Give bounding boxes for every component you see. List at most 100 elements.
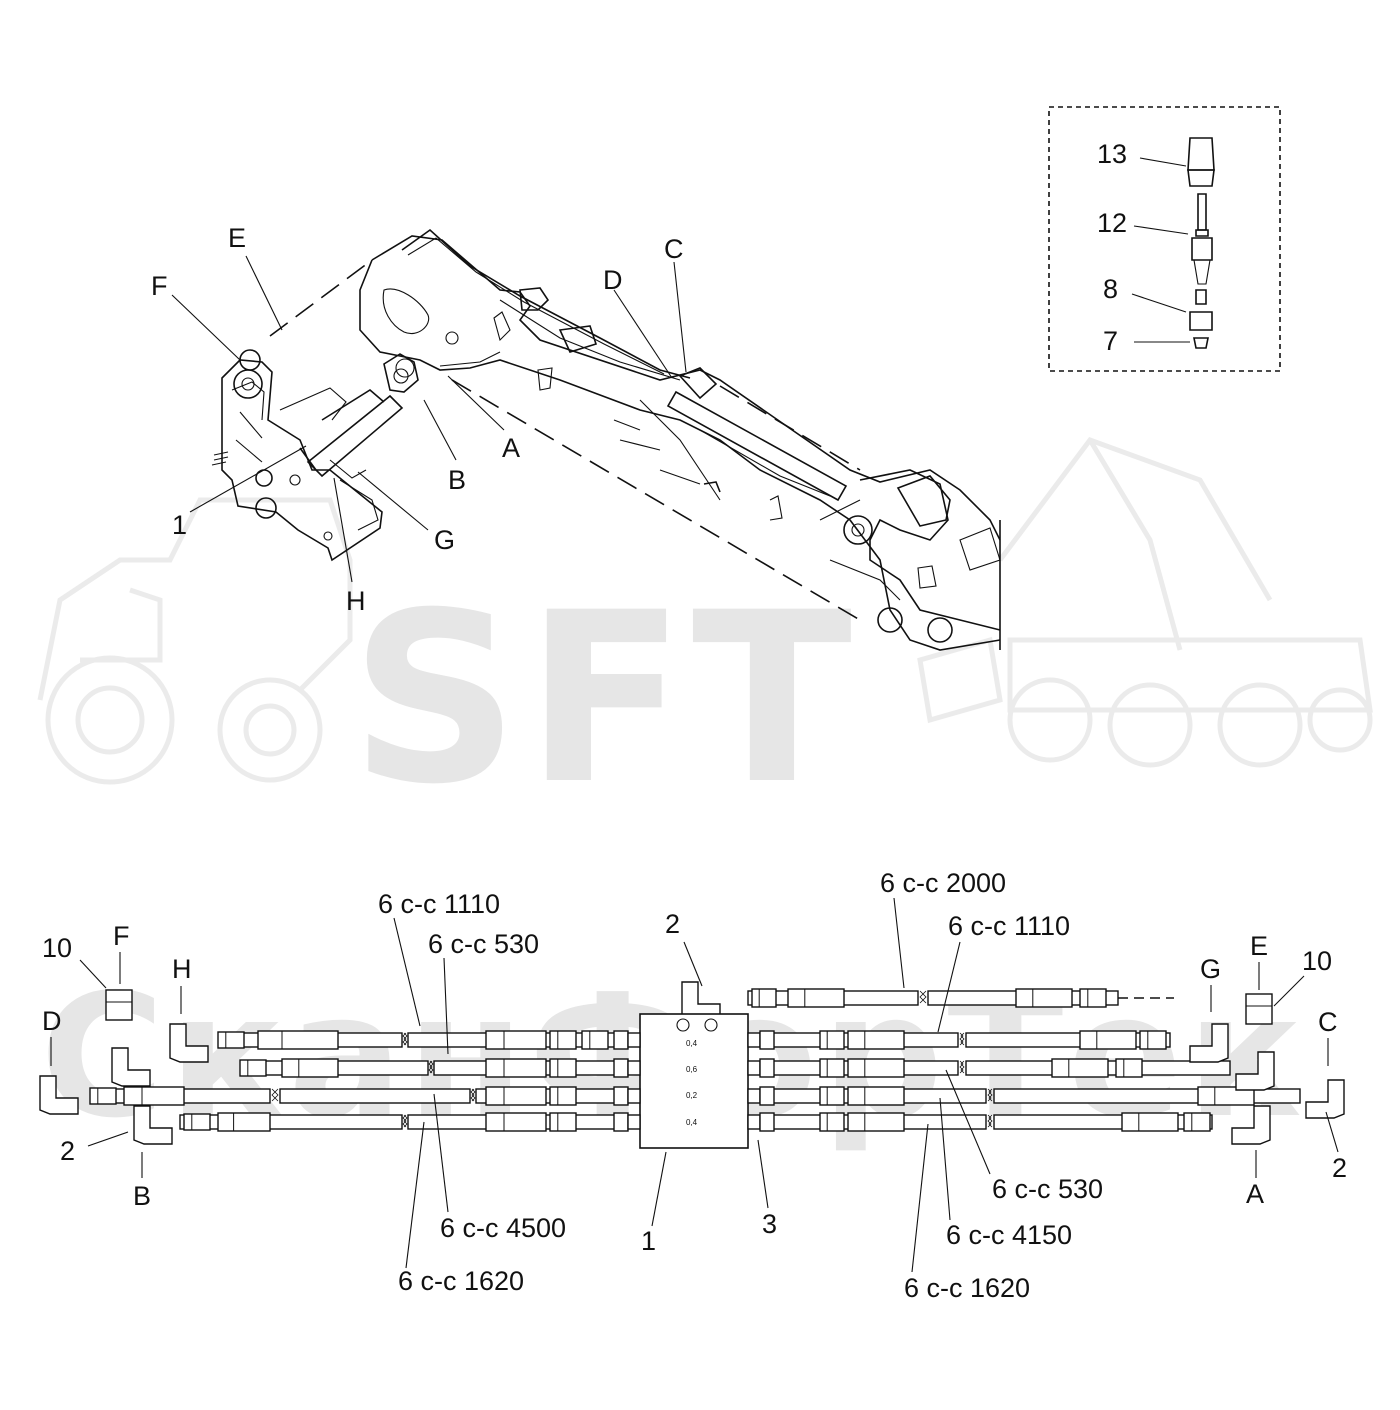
label-boom-1: 1 bbox=[172, 510, 187, 540]
hose-sleeve bbox=[819, 1058, 845, 1078]
valve-port-left bbox=[613, 1030, 629, 1050]
label-left-2: 2 bbox=[60, 1136, 75, 1166]
label-valve-1: 1 bbox=[641, 1226, 656, 1256]
valve-mark-3: 0,2 bbox=[686, 1091, 698, 1100]
hose-row2-left bbox=[254, 1060, 429, 1076]
watermark-brand: SFT bbox=[350, 563, 858, 836]
label-left-F: F bbox=[113, 921, 130, 951]
label-left-10: 10 bbox=[42, 933, 72, 963]
label-hose-left-530: 6 c-c 530 bbox=[428, 929, 539, 959]
hose-end-12-icon bbox=[1197, 193, 1207, 231]
label-boom-D: D bbox=[603, 265, 623, 295]
elbow-G-icon bbox=[1189, 1023, 1229, 1063]
valve-port-right bbox=[747, 1088, 761, 1104]
hose-sleeve bbox=[819, 1086, 845, 1106]
label-hose-left-1110: 6 c-c 1110 bbox=[378, 889, 500, 919]
label-valve-3: 3 bbox=[762, 1209, 777, 1239]
hose-sleeve bbox=[847, 1086, 905, 1106]
elbow-B-icon bbox=[133, 1105, 173, 1145]
label-right-A: A bbox=[1246, 1179, 1264, 1209]
label-boom-B: B bbox=[448, 465, 466, 495]
valve-mark-1: 0,4 bbox=[686, 1039, 698, 1048]
hose-sleeve bbox=[217, 1112, 271, 1132]
label-boom-E: E bbox=[228, 223, 246, 253]
hose-sleeve bbox=[819, 1030, 845, 1050]
hose-sleeve bbox=[549, 1112, 577, 1132]
boom-main-arm bbox=[371, 235, 1001, 541]
hose-sleeve bbox=[485, 1112, 547, 1132]
label-valve-2: 2 bbox=[665, 909, 680, 939]
label-boom-F: F bbox=[151, 271, 168, 301]
label-hose-right-2000: 6 c-c 2000 bbox=[880, 868, 1006, 898]
hose-sleeve bbox=[1197, 1086, 1255, 1106]
valve-port-right bbox=[747, 1032, 761, 1048]
hose-sleeve bbox=[751, 988, 777, 1008]
hose-sleeve bbox=[1051, 1058, 1109, 1078]
boom-hose-run bbox=[401, 228, 691, 379]
ring-7-icon bbox=[1193, 337, 1209, 349]
label-hose-left-4500: 6 c-c 4500 bbox=[440, 1213, 566, 1243]
hose-callouts: 6 c-c 1110 6 c-c 530 6 c-c 2000 6 c-c 11… bbox=[378, 868, 1103, 1303]
label-right-C: C bbox=[1318, 1007, 1338, 1037]
watermark-tractor-icon bbox=[37, 497, 353, 785]
label-left-D: D bbox=[42, 1006, 62, 1036]
hose-sleeve bbox=[1121, 1112, 1179, 1132]
label-left-B: B bbox=[133, 1181, 151, 1211]
hose-sleeve bbox=[847, 1112, 905, 1132]
valve-port-right bbox=[759, 1112, 775, 1132]
hose-row4-right bbox=[993, 1114, 1213, 1130]
label-hose-right-530: 6 c-c 530 bbox=[992, 1174, 1103, 1204]
hose-end-nut bbox=[89, 1087, 117, 1105]
label-inset-7: 7 bbox=[1103, 326, 1118, 356]
label-inset-13: 13 bbox=[1097, 139, 1127, 169]
hose-sleeve bbox=[1139, 1030, 1167, 1050]
adaptor-E-icon bbox=[1245, 993, 1273, 1025]
hose-sleeve bbox=[281, 1058, 339, 1078]
label-boom-A: A bbox=[502, 433, 520, 463]
label-right-2: 2 bbox=[1332, 1153, 1347, 1183]
elbow-C-icon bbox=[1305, 1079, 1345, 1119]
nut-8-icon bbox=[1189, 311, 1213, 331]
valve-mark-4: 0,4 bbox=[686, 1118, 698, 1127]
boom-callouts: E F C D A B 1 G H bbox=[151, 223, 687, 616]
boom-dipper-cylinder bbox=[666, 390, 848, 502]
elbow-right-row2-icon bbox=[1235, 1051, 1275, 1091]
label-boom-H: H bbox=[346, 586, 366, 616]
control-valve-block: 0,4 0,6 0,2 0,4 bbox=[613, 1013, 775, 1149]
hose-sleeve bbox=[485, 1058, 547, 1078]
hose-sleeve bbox=[819, 1112, 845, 1132]
hose-sleeve bbox=[787, 988, 845, 1008]
hose-sleeve bbox=[549, 1058, 577, 1078]
part-callouts: 10 F H D 2 B 2 1 3 E 10 G C 2 A bbox=[42, 909, 1347, 1256]
label-hose-left-1620: 6 c-c 1620 bbox=[398, 1266, 524, 1296]
hose-sleeve bbox=[485, 1030, 547, 1050]
label-boom-C: C bbox=[664, 234, 684, 264]
hose-sleeve bbox=[1079, 1030, 1137, 1050]
hose-sleeve bbox=[485, 1086, 547, 1106]
hose-sleeve bbox=[1183, 1112, 1211, 1132]
label-boom-G: G bbox=[434, 525, 455, 555]
valve-port-right bbox=[747, 1114, 761, 1130]
hose-sleeve bbox=[549, 1086, 577, 1106]
valve-port-left bbox=[627, 1032, 641, 1048]
valve-port-left bbox=[613, 1112, 629, 1132]
valve-port-right bbox=[759, 1086, 775, 1106]
hose-sleeve bbox=[1015, 988, 1073, 1008]
label-right-E: E bbox=[1250, 931, 1268, 961]
label-left-H: H bbox=[172, 954, 192, 984]
hose-sleeve bbox=[581, 1030, 609, 1050]
label-right-10: 10 bbox=[1302, 946, 1332, 976]
adaptor-F-icon bbox=[105, 989, 133, 1021]
valve-port-left bbox=[627, 1114, 641, 1130]
label-inset-8: 8 bbox=[1103, 274, 1118, 304]
boom-assembly bbox=[211, 228, 1001, 651]
fitting-detail-inset: 13 12 8 7 bbox=[1048, 106, 1281, 372]
label-hose-right-1620: 6 c-c 1620 bbox=[904, 1273, 1030, 1303]
valve-port-left bbox=[627, 1060, 641, 1076]
hose-sleeve bbox=[847, 1058, 905, 1078]
valve-mark-2: 0,6 bbox=[686, 1065, 698, 1074]
elbow-A-icon bbox=[1231, 1105, 1271, 1145]
valve-port-right bbox=[759, 1058, 775, 1078]
elbow-D-icon bbox=[39, 1075, 79, 1115]
